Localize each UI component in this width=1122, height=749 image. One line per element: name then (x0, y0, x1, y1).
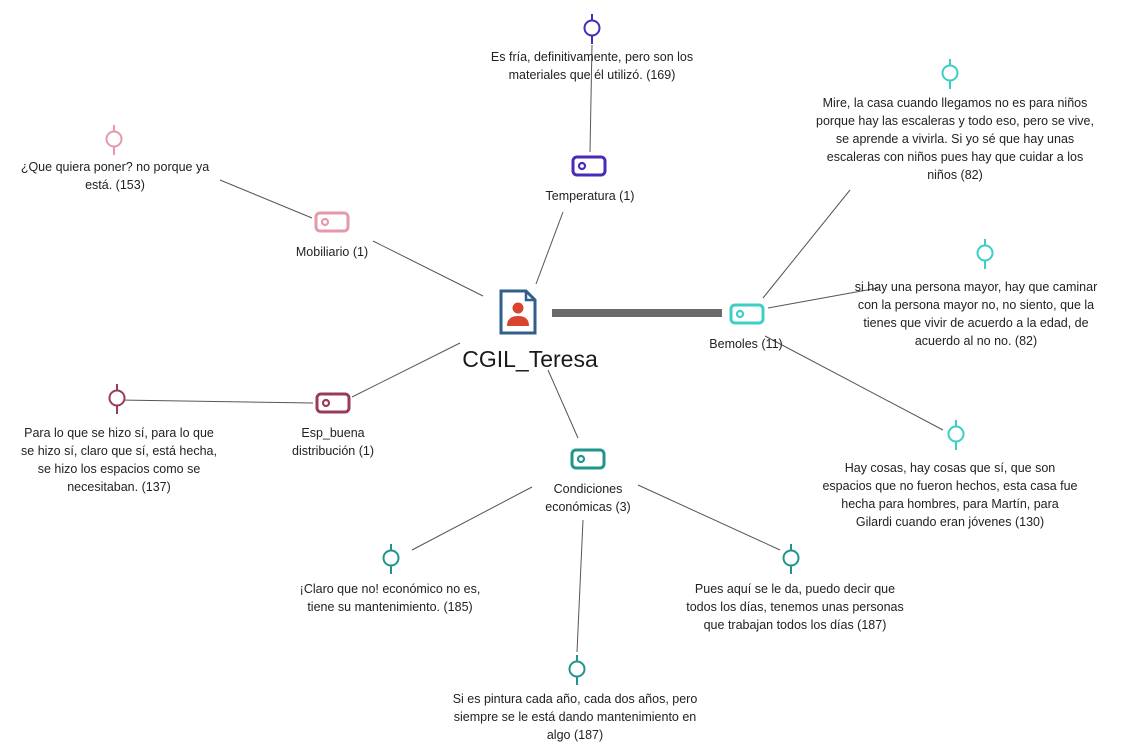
quote-text-185: ¡Claro que no! económico no es, tiene su… (299, 582, 481, 614)
quote-text-169: Es fría, definitivamente, pero son los m… (490, 50, 694, 82)
quote-node-187a[interactable] (567, 654, 587, 691)
quote-node-187b[interactable] (781, 543, 801, 580)
quote-node-153[interactable] (104, 124, 124, 161)
edge-document-temperatura (535, 211, 564, 285)
code-label-temperatura: Temperatura (1) (545, 189, 635, 203)
quote-pin-icon (941, 59, 959, 89)
edge-document-esp-buena (351, 342, 461, 398)
document-node[interactable] (498, 288, 538, 336)
quote-node-169[interactable] (582, 13, 602, 50)
quote-node-82b[interactable] (975, 238, 995, 275)
document-person-icon (499, 289, 537, 335)
code-node-esp-buena[interactable] (315, 392, 351, 419)
edge-bemoles-q130 (764, 335, 944, 431)
quote-pin-icon (947, 420, 965, 450)
quote-pin-icon (105, 125, 123, 155)
tag-icon (315, 392, 351, 414)
quote-node-185[interactable] (381, 543, 401, 580)
quote-text-137: Para lo que se hizo sí, para lo que se h… (21, 426, 217, 494)
edge-esp-buena-q137 (116, 399, 314, 404)
edge-mobiliario-q153 (219, 179, 313, 219)
edge-temperatura-q169 (589, 44, 593, 153)
quote-pin-icon (583, 14, 601, 44)
tag-icon (729, 303, 765, 325)
document-label: CGIL_Teresa (462, 346, 598, 372)
quote-pin-icon (382, 544, 400, 574)
quote-node-137[interactable] (107, 383, 127, 420)
quote-node-130[interactable] (946, 419, 966, 456)
quote-text-130: Hay cosas, hay cosas que sí, que son esp… (822, 461, 1078, 529)
code-node-condiciones[interactable] (570, 448, 606, 475)
code-label-mobiliario: Mobiliario (1) (295, 245, 369, 259)
quote-pin-icon (782, 544, 800, 574)
edge-bemoles-q82a (762, 189, 851, 299)
tag-icon (570, 448, 606, 470)
quote-text-187a: Si es pintura cada año, cada dos años, p… (452, 692, 698, 742)
code-label-esp-buena: Esp_buena distribución (1) (292, 426, 374, 458)
quote-text-187b: Pues aquí se le da, puedo decir que todo… (686, 582, 904, 632)
edge-document-mobiliario (372, 240, 484, 297)
code-node-mobiliario[interactable] (314, 211, 350, 238)
quote-text-153: ¿Que quiera poner? no porque ya está. (1… (20, 160, 210, 192)
quote-text-82a: Mire, la casa cuando llegamos no es para… (816, 96, 1094, 182)
quote-text-82b: si hay una persona mayor, hay que camina… (854, 280, 1098, 348)
tag-icon (314, 211, 350, 233)
edge-bemoles-q82b (767, 287, 879, 309)
edge-document-condiciones (547, 369, 579, 439)
quote-node-82a[interactable] (940, 58, 960, 95)
quote-pin-icon (568, 655, 586, 685)
code-node-temperatura[interactable] (571, 155, 607, 182)
edge-condiciones-q185 (411, 486, 533, 551)
quote-pin-icon (108, 384, 126, 414)
quote-pin-icon (976, 239, 994, 269)
tag-icon (571, 155, 607, 177)
code-label-bemoles: Bemoles (11) (709, 337, 783, 351)
code-label-condiciones: Condiciones económicas (3) (545, 482, 631, 514)
edge-condiciones-q187b (637, 484, 781, 551)
edge-condiciones-q187a (576, 519, 584, 653)
code-node-bemoles[interactable] (729, 303, 765, 330)
